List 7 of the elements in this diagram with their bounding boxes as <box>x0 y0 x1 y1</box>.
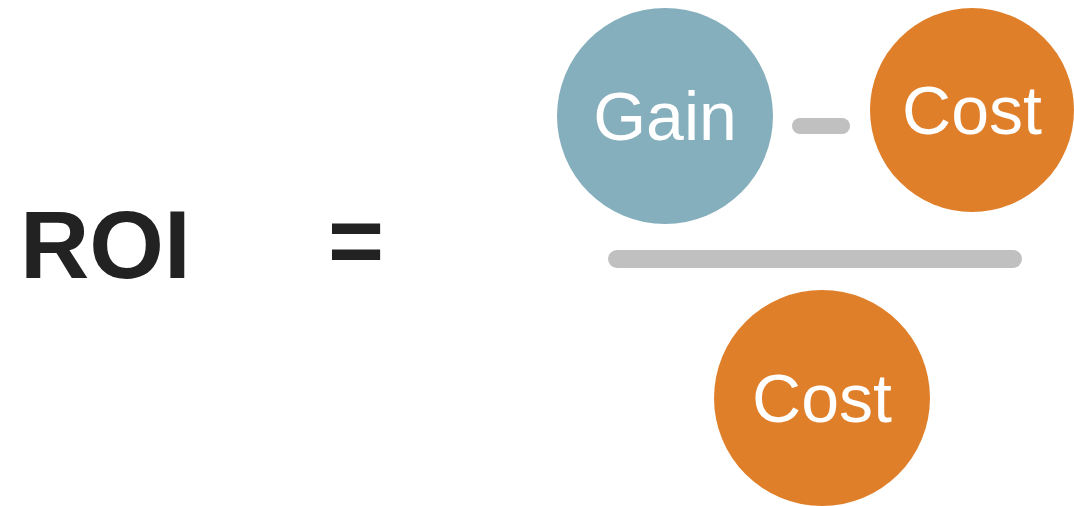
circle-label: Gain <box>593 77 737 155</box>
equals-sign: = <box>328 186 385 296</box>
circle-label: Cost <box>752 359 892 437</box>
fraction-bar <box>608 250 1022 268</box>
minus-sign <box>792 118 850 134</box>
circle-label: Cost <box>902 71 1042 149</box>
formula-term: ROI <box>20 190 191 300</box>
